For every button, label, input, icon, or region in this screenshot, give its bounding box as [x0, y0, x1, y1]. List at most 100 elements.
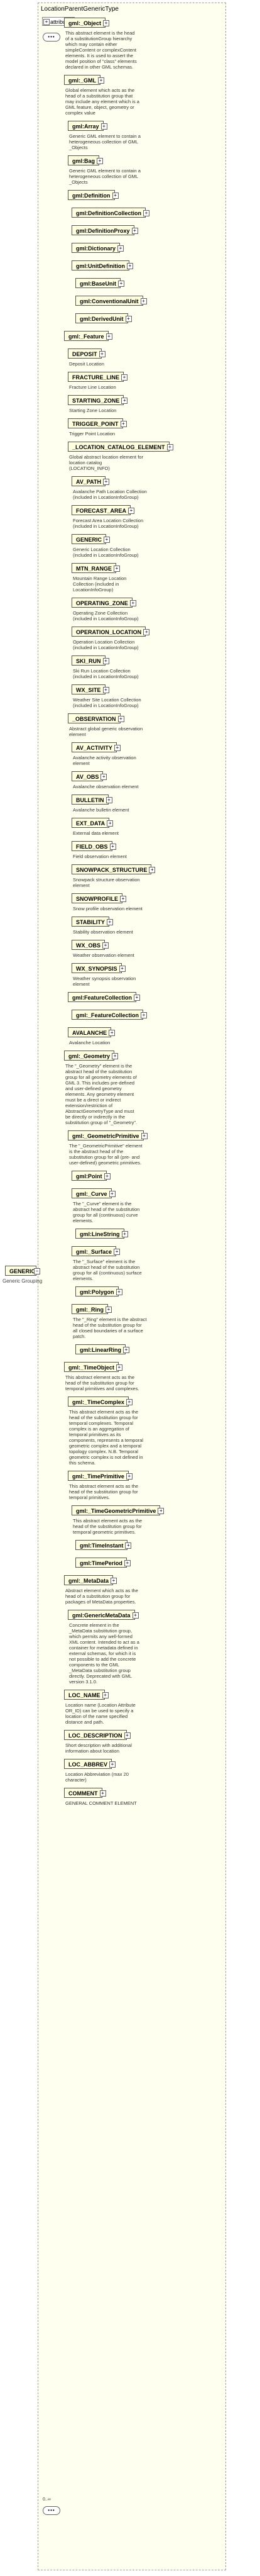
element-box[interactable]: STABILITY+ — [72, 917, 113, 927]
element-box[interactable]: LOC_DESCRIPTION+ — [64, 1730, 131, 1740]
expand-icon[interactable]: + — [102, 942, 109, 949]
expand-icon[interactable]: + — [134, 995, 141, 1001]
element-box[interactable]: gml:GenericMetaData+ — [68, 1610, 139, 1620]
expand-icon[interactable]: + — [119, 966, 126, 972]
element-box[interactable]: COMMENT+ — [64, 1788, 106, 1798]
element-box[interactable]: DEPOSIT+ — [68, 348, 106, 359]
expand-icon[interactable]: + — [158, 1508, 165, 1514]
expand-icon[interactable]: + — [114, 745, 121, 751]
element-box[interactable]: gml:_TimeComplex+ — [68, 1397, 133, 1407]
expand-icon[interactable]: + — [125, 316, 132, 322]
expand-icon[interactable]: + — [128, 508, 135, 514]
element-box[interactable]: gml:Polygon+ — [75, 1286, 122, 1296]
element-box[interactable]: STARTING_ZONE+ — [68, 395, 128, 405]
element-box[interactable]: gml:Point+ — [72, 1171, 111, 1181]
expand-icon[interactable]: + — [143, 629, 150, 635]
expand-icon[interactable]: + — [112, 192, 119, 199]
element-box[interactable]: TRIGGER_POINT+ — [68, 418, 127, 428]
expand-icon[interactable]: + — [116, 1364, 122, 1371]
element-box[interactable]: _LOCATION_CATALOG_ELEMENT+ — [68, 442, 173, 452]
expand-icon[interactable]: + — [107, 820, 114, 827]
expand-icon[interactable]: + — [120, 896, 126, 902]
expand-icon[interactable]: + — [126, 1399, 133, 1405]
element-box[interactable]: WX_SYNOPSIS+ — [72, 963, 126, 973]
expand-icon[interactable]: + — [103, 20, 110, 26]
expand-icon[interactable]: + — [106, 1307, 112, 1313]
expand-icon[interactable]: + — [114, 1249, 121, 1255]
element-box[interactable]: gml:DefinitionProxy+ — [72, 225, 138, 235]
element-box[interactable]: SKI_RUN+ — [72, 655, 109, 666]
expand-icon[interactable]: + — [112, 1053, 119, 1059]
element-box[interactable]: OPERATION_LOCATION+ — [72, 627, 150, 637]
element-box[interactable]: gml:Dictionary+ — [72, 243, 124, 253]
expand-icon[interactable]: + — [166, 444, 173, 450]
element-box[interactable]: FRACTURE_LINE+ — [68, 372, 128, 382]
expand-icon[interactable]: + — [140, 298, 147, 304]
expand-icon[interactable]: + — [118, 281, 125, 287]
expand-icon[interactable]: + — [143, 210, 149, 216]
expand-icon[interactable]: + — [100, 123, 107, 130]
expand-icon[interactable]: + — [109, 1191, 116, 1197]
element-box[interactable]: gml:Array+ — [68, 121, 107, 131]
expand-icon[interactable]: + — [102, 658, 109, 664]
element-box[interactable]: AV_ACTIVITY+ — [72, 742, 121, 752]
expand-icon[interactable]: + — [106, 333, 112, 340]
element-box[interactable]: gml:_Feature+ — [64, 331, 112, 341]
expand-icon[interactable]: + — [98, 77, 104, 84]
expand-icon[interactable]: + — [117, 245, 124, 252]
element-box[interactable]: gml:_TimePrimitive+ — [68, 1471, 133, 1481]
expand-icon[interactable]: + — [121, 398, 128, 404]
expand-icon[interactable]: + — [111, 1578, 117, 1584]
expand-icon[interactable]: + — [121, 1231, 128, 1237]
expand-icon[interactable]: + — [123, 1347, 130, 1353]
element-box[interactable]: gml:_GML+ — [64, 75, 104, 85]
expand-icon[interactable]: + — [104, 1173, 111, 1179]
element-box[interactable]: FIELD_OBS+ — [72, 841, 116, 851]
element-box[interactable]: gml:_TimeObject+ — [64, 1362, 122, 1372]
element-box[interactable]: gml:_Ring+ — [72, 1304, 112, 1314]
root-element[interactable]: GENERIC − — [5, 1266, 40, 1276]
expand-icon[interactable]: + — [114, 566, 121, 572]
expand-icon[interactable]: + — [129, 600, 136, 606]
element-box[interactable]: gml:_Object+ — [64, 18, 110, 28]
expand-icon[interactable]: + — [109, 844, 116, 850]
element-box[interactable]: SNOWPROFILE+ — [72, 893, 126, 903]
expand-icon[interactable]: + — [109, 1030, 116, 1036]
expand-icon[interactable]: + — [126, 1473, 133, 1480]
element-box[interactable]: gml:DefinitionCollection+ — [72, 208, 149, 218]
expand-icon[interactable]: + — [109, 1761, 116, 1768]
element-box[interactable]: _OBSERVATION+ — [68, 713, 124, 723]
element-box[interactable]: gml:UnitDefinition+ — [72, 260, 133, 270]
expand-icon[interactable]: + — [120, 421, 127, 427]
element-box[interactable]: gml:TimePeriod+ — [75, 1558, 131, 1568]
expand-root-icon[interactable]: − — [34, 1268, 40, 1274]
element-box[interactable]: SNOWPACK_STRUCTURE+ — [72, 864, 156, 874]
element-box[interactable]: AVALANCHE+ — [68, 1027, 116, 1037]
expand-icon[interactable]: + — [116, 1289, 122, 1295]
expand-icon[interactable]: + — [131, 228, 138, 234]
element-box[interactable]: gml:BaseUnit+ — [75, 278, 125, 288]
expand-icon[interactable]: + — [149, 867, 156, 873]
element-box[interactable]: gml:LineString+ — [75, 1229, 128, 1239]
expand-icon[interactable]: + — [141, 1012, 148, 1018]
element-box[interactable]: OPERATING_ZONE+ — [72, 598, 136, 608]
expand-icon[interactable]: + — [141, 1133, 148, 1139]
expand-icon[interactable]: + — [117, 716, 124, 722]
element-box[interactable]: gml:Definition+ — [68, 190, 119, 200]
element-box[interactable]: WX_SITE+ — [72, 684, 109, 694]
expand-icon[interactable]: + — [102, 1692, 109, 1698]
element-box[interactable]: MTN_RANGE+ — [72, 563, 121, 573]
expand-icon[interactable]: + — [121, 374, 128, 381]
element-box[interactable]: gml:TimeInstant+ — [75, 1540, 132, 1550]
element-box[interactable]: gml:FeatureCollection+ — [68, 992, 141, 1002]
element-box[interactable]: gml:_FeatureCollection+ — [72, 1010, 148, 1020]
expand-icon[interactable]: + — [106, 797, 112, 803]
expand-icon[interactable]: + — [132, 1612, 139, 1619]
element-box[interactable]: gml:Bag+ — [68, 155, 103, 165]
element-box[interactable]: gml:LinearRing+ — [75, 1344, 130, 1354]
sequence-compositor-top[interactable]: ••• — [43, 33, 60, 42]
element-box[interactable]: FORECAST_AREA+ — [72, 505, 135, 515]
element-box[interactable]: AV_PATH+ — [72, 476, 110, 486]
expand-icon[interactable]: + — [124, 1732, 131, 1739]
element-box[interactable]: gml:_GeometricPrimitive+ — [68, 1130, 148, 1140]
